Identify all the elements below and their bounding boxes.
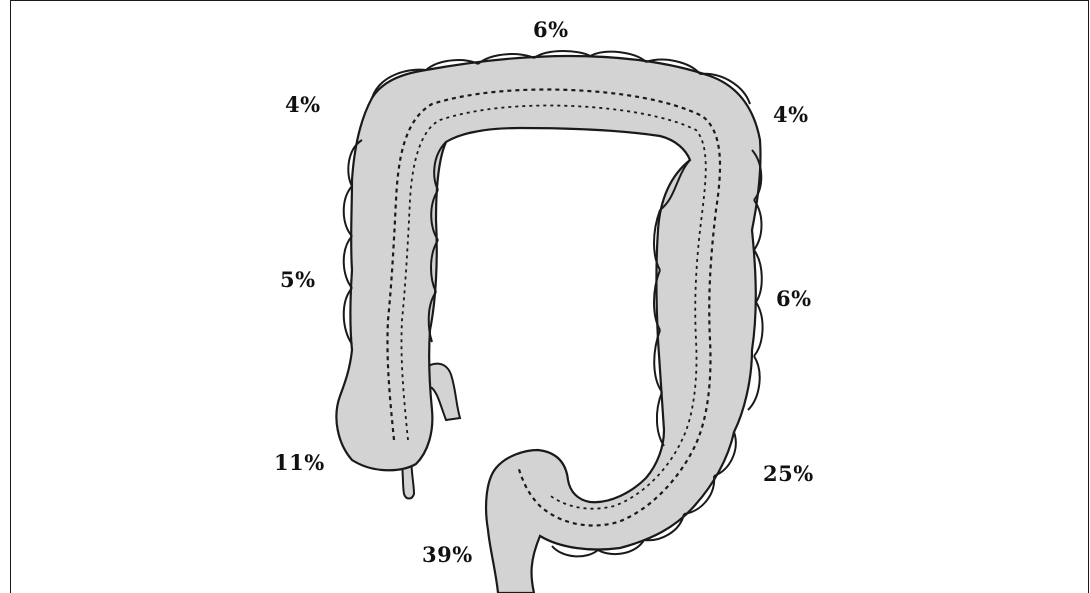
haustra-inner xyxy=(429,142,690,446)
cecum-percent-label: 11% xyxy=(274,450,325,475)
sigmoid-percent-label: 25% xyxy=(763,461,814,486)
descending-percent-label: 6% xyxy=(776,286,812,311)
rectum-percent-label: 39% xyxy=(422,542,473,567)
transverse-percent-label: 6% xyxy=(533,17,569,42)
hepatic-flexure-percent-label: 4% xyxy=(285,92,321,117)
ascending-percent-label: 5% xyxy=(280,267,316,292)
splenic-flexure-percent-label: 4% xyxy=(773,102,809,127)
colon-body xyxy=(336,56,760,593)
